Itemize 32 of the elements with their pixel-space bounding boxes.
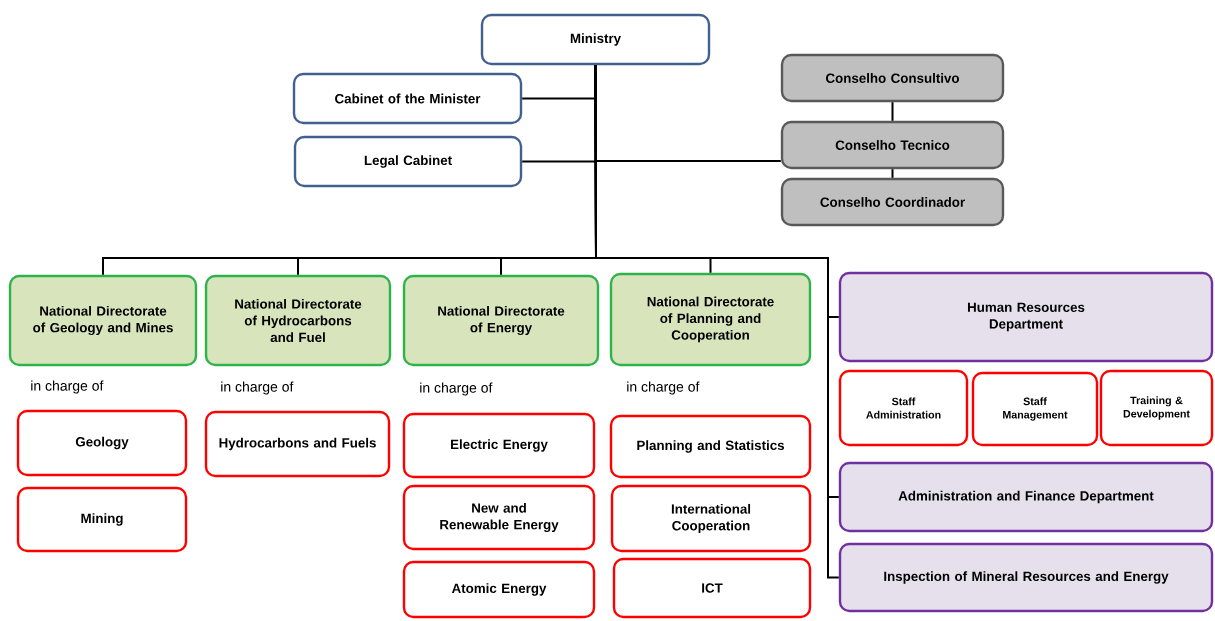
directorate-box: National Directorate of Planning and Cooperation: [609, 272, 812, 367]
unit-box: Mining: [16, 486, 188, 553]
office-box: Ministry: [480, 13, 711, 66]
annotation-text: in charge of: [627, 381, 700, 395]
connector-line: [891, 168, 894, 179]
directorate-box: National Directorate of Hydrocarbons and Fuel: [204, 274, 392, 367]
annotation-text: in charge of: [221, 381, 294, 395]
directorate-box: National Directorate of Energy: [402, 274, 600, 367]
connector-line: [594, 64, 840, 579]
unit-box: Hydrocarbons and Fuels: [204, 410, 391, 478]
council-box: Conselho Coordinador: [780, 177, 1005, 227]
connector-line: [891, 101, 894, 122]
office-box: Legal Cabinet: [293, 135, 523, 188]
annotation-text: in charge of: [31, 380, 104, 394]
unit-box: Staff Administration: [838, 369, 969, 447]
unit-box: Geology: [16, 409, 188, 477]
unit-box: Electric Energy: [402, 412, 596, 479]
department-box: Inspection of Mineral Resources and Energy: [838, 542, 1214, 613]
department-box: Administration and Finance Department: [838, 461, 1214, 533]
council-box: Conselho Tecnico: [780, 120, 1005, 170]
directorate-box: National Directorate of Geology and Mines: [8, 274, 198, 367]
council-box: Conselho Consultivo: [780, 53, 1005, 103]
unit-box: International Cooperation: [610, 484, 812, 553]
unit-box: ICT: [612, 557, 812, 619]
unit-box: Training & Development: [1099, 369, 1214, 447]
unit-box: Atomic Energy: [402, 560, 596, 619]
unit-box: Planning and Statistics: [609, 414, 812, 479]
office-box: Cabinet of the Minister: [292, 72, 523, 125]
department-box: Human Resources Department: [838, 271, 1214, 363]
unit-box: New and Renewable Energy: [402, 484, 596, 551]
annotation-text: in charge of: [420, 382, 493, 396]
unit-box: Staff Management: [971, 371, 1099, 447]
